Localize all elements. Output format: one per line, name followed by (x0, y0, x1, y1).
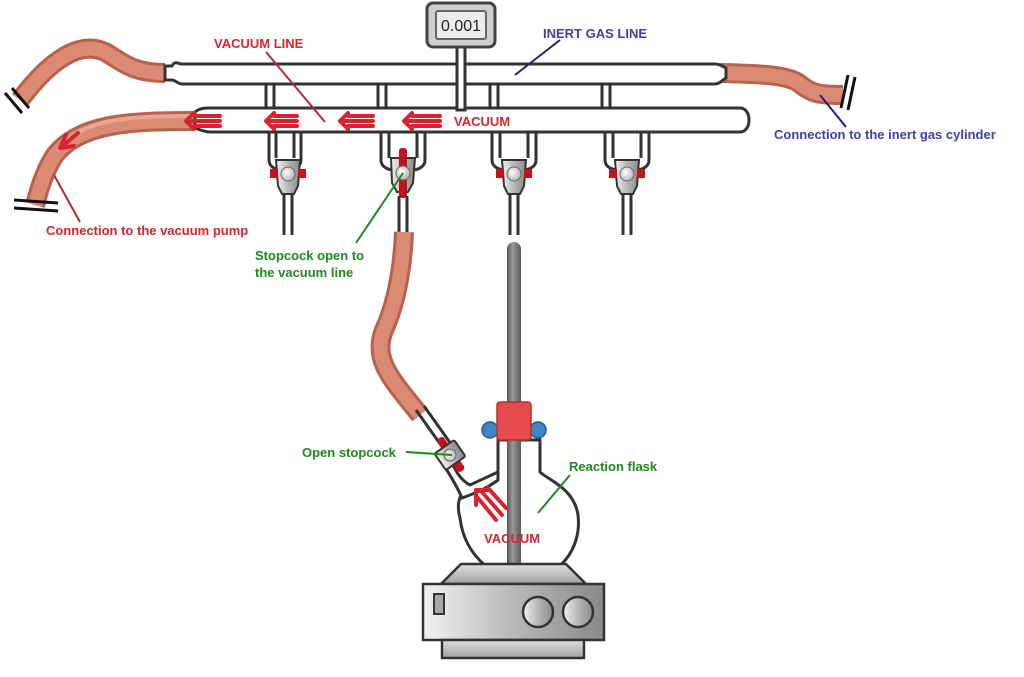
stopcock-2-open[interactable] (379, 132, 427, 232)
vacuum-pump-connection-label: Connection to the vacuum pump (46, 223, 248, 238)
hose-cut-mark (13, 198, 59, 205)
reaction-flask-label: Reaction flask (569, 459, 658, 474)
leader-inert-gas-line (514, 39, 561, 76)
inert-gas-manifold (163, 61, 728, 86)
vacuum-pump-hose (13, 111, 196, 213)
stopcock-4[interactable] (603, 132, 651, 235)
manifold-connectors (264, 82, 612, 112)
stirrer-hotplate (421, 562, 606, 660)
knob-right[interactable] (561, 595, 595, 629)
flask-vacuum-label: VACUUM (484, 531, 540, 546)
vacuum-manifold-label: VACUUM (454, 114, 510, 129)
stopcock-open-label-line2: the vacuum line (255, 265, 353, 280)
flow-arrow (58, 131, 80, 150)
leader-vacuum-line (265, 51, 326, 123)
vacuum-line-label: VACUUM LINE (214, 36, 304, 51)
leader-stopcock-open (355, 172, 404, 244)
gauge-stem (455, 44, 467, 112)
leader-vacuum-pump (53, 174, 81, 223)
open-stopcock-label: Open stopcock (302, 445, 397, 460)
pressure-gauge (425, 1, 497, 49)
leader-reaction-flask (537, 474, 571, 514)
gauge-reading: 0.001 (441, 18, 481, 35)
stopcock-open-label-line1: Stopcock open to (255, 248, 364, 263)
hose-cut-mark (839, 74, 850, 109)
inert-hose-left (3, 38, 166, 114)
reaction-flask (437, 438, 580, 582)
power-switch[interactable] (433, 593, 445, 615)
inert-connection-label: Connection to the inert gas cylinder (774, 127, 996, 142)
vacuum-manifold (193, 106, 751, 134)
inert-gas-hose (719, 63, 857, 111)
stopcock-1[interactable] (267, 132, 307, 235)
knob-left[interactable] (521, 595, 555, 629)
stopcock-3[interactable] (490, 132, 538, 235)
flow-arrows (184, 111, 442, 131)
flask-flow-arrow (474, 486, 508, 522)
flask-connection-hose (370, 231, 458, 456)
inert-gas-line-label: INERT GAS LINE (543, 26, 647, 41)
leader-inert-connection (819, 94, 847, 128)
clamp (481, 401, 547, 441)
leader-open-stopcock (405, 451, 453, 456)
